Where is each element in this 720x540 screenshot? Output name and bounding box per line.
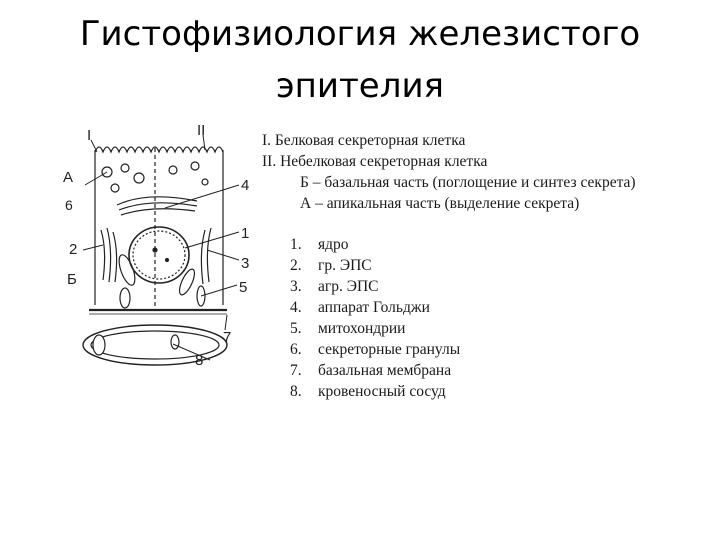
mitochondria (118, 254, 206, 309)
legend-item-text: базальная мембрана (318, 362, 452, 379)
legend-part-B: Б – базальная часть (поглощение и синтез… (300, 174, 636, 191)
pointer-lines (82, 134, 240, 361)
legend-item-text: кровеносный сосуд (318, 383, 446, 400)
label-B: Б (67, 271, 77, 288)
label-top-I: I (87, 127, 91, 144)
legend-item-number: 6. (290, 341, 302, 358)
golgi-apparatus (116, 196, 198, 216)
label-3: 3 (241, 255, 249, 272)
legend-item-number: 7. (290, 362, 302, 379)
legend-item-number: 5. (290, 320, 302, 337)
legend-item-text: гр. ЭПС (318, 257, 372, 274)
nucleus (128, 226, 190, 284)
slide-title-line-1: Гистофизиология железистого (79, 14, 641, 54)
label-7: 7 (223, 329, 231, 346)
legend-cell-I: I. Белковая секреторная клетка (262, 132, 466, 149)
legend-part-A: А – апикальная часть (выделение секрета) (300, 195, 580, 212)
legend-item-number: 1. (290, 236, 302, 253)
label-5: 5 (239, 279, 247, 296)
legend-item-text: аппарат Гольджи (318, 299, 430, 316)
blood-vessel (82, 324, 228, 366)
legend-item-text: секреторные гранулы (318, 341, 461, 358)
legend-cell-II: II. Небелковая секреторная клетка (262, 153, 488, 170)
label-8: 8 (195, 352, 203, 369)
label-4: 4 (241, 177, 249, 194)
legend-item-number: 8. (290, 383, 302, 400)
gland-cell-diagram: I II А 6 2 Б 4 1 3 5 7 8 (63, 122, 249, 369)
microvilli (94, 146, 224, 154)
legend-item-number: 3. (290, 278, 302, 295)
legend-item-text: ядро (318, 236, 349, 253)
secretory-granules (101, 161, 209, 193)
rough-er (100, 227, 212, 285)
label-1: 1 (241, 225, 249, 242)
label-2: 2 (69, 241, 77, 258)
legend-item-text: агр. ЭПС (318, 278, 379, 295)
slide-title-line-2: эпителия (276, 66, 444, 106)
label-top-II: II (197, 122, 205, 139)
label-A: А (63, 169, 73, 186)
slide-title: Гистофизиология железистого эпителия (0, 8, 720, 112)
label-6: 6 (65, 197, 73, 213)
legend-item-number: 2. (290, 257, 302, 274)
legend-item-text: митохондрии (318, 320, 406, 337)
legend-item-number: 4. (290, 299, 302, 316)
